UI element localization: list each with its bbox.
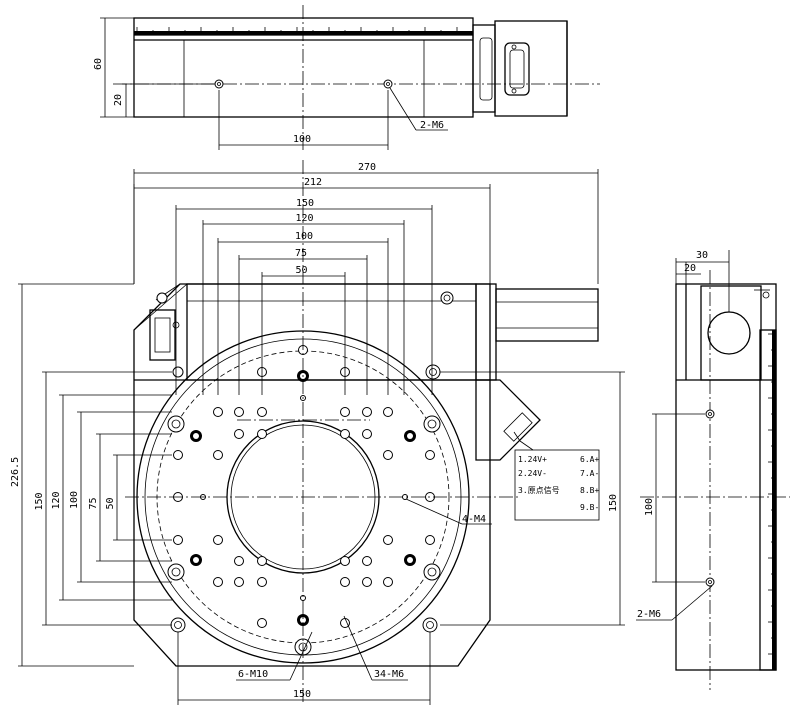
table-m6-hole [257,407,267,417]
side-motor-shaft [707,311,751,355]
callout-m6-front: 34-M6 [374,669,404,680]
top-view-scale [134,27,473,35]
table-m6-hole [362,556,372,566]
top-mount-hole [383,79,393,89]
callout-side-m6: 2-M6 [637,609,661,620]
table-counterbore-hole [423,563,441,581]
front-left-clamp [149,309,176,361]
dim-horizontal: 212 [304,177,322,188]
table-m6-hole [383,407,393,417]
dim-side-offset: 20 [684,263,696,274]
table-counterbore-hole [167,415,185,433]
front-motor-flange [475,283,497,381]
dim-top-height: 60 [93,58,104,70]
side-view: 30 20 100 2-M6 [636,250,790,690]
front-motor-body [495,288,599,342]
corner-hole [170,617,186,633]
table-m6-hole [234,429,244,439]
table-counterbore-hole [423,415,441,433]
dim-vertical: 50 [105,497,116,509]
dim-top-offset: 20 [113,94,124,106]
table-m6-hole [340,407,350,417]
corner-hole [156,292,168,304]
table-m6-hole [173,535,183,545]
dim-horizontal: 50 [296,265,308,276]
pin-3: 3.原点信号 [518,485,560,495]
corner-hole [425,364,441,380]
table-m6-hole [425,535,435,545]
table-m6-hole [362,429,372,439]
table-m6-hole [257,429,267,439]
callout-m4: 4-M4 [462,514,486,525]
dim-top-spacing: 100 [293,134,311,145]
table-m6-hole [340,556,350,566]
side-view-scale [768,330,776,670]
pin-1: 1.24V+ [518,455,547,464]
table-m6-hole [340,429,350,439]
top-motor-body [494,20,568,117]
dim-horizontal: 75 [295,248,307,259]
table-m6-hole [173,450,183,460]
dim-vertical: 75 [88,497,99,509]
table-m6-hole [257,556,267,566]
pin-2: 2.24V- [518,469,547,478]
table-m6-hole [340,577,350,587]
table-hole-pattern [167,345,441,656]
table-m6-hole [213,577,223,587]
table-m6-hole [362,407,372,417]
table-m6-hole [213,535,223,545]
dim-vertical: 120 [51,491,62,509]
side-motor-housing [700,285,762,381]
dim-horizontal: 100 [295,231,313,242]
table-m6-hole [425,450,435,460]
table-m6-hole [383,577,393,587]
pin-6: 6.A+ [580,455,599,464]
dim-front-right: 150 [608,494,619,512]
top-connector [504,42,530,96]
callout-m10: 6-M10 [238,669,268,680]
corner-hole [440,291,454,305]
table-m6-hole [383,450,393,460]
dim-vertical: 150 [34,492,45,510]
table-m6-hole [213,407,223,417]
front-view: 270 212 150 120 100 75 50 226.5 150 120 100 75 50 1… [10,160,625,705]
top-mount-hole [214,79,224,89]
table-counterbore-hole [167,563,185,581]
dim-front-bottom: 150 [293,689,311,700]
table-m6-hole [213,450,223,460]
front-connector-housing [475,379,541,461]
dim-vertical: 226.5 [10,457,21,487]
top-view: 60 20 100 2-M6 [93,5,600,150]
corner-hole [422,617,438,633]
table-m6-hole [383,535,393,545]
table-m6-hole [234,556,244,566]
dim-vertical: 100 [69,491,80,509]
dim-horizontal: 150 [296,198,314,209]
dim-side-spacing: 100 [644,498,655,516]
horizontal-dimensions: 270 212 150 120 100 75 50 [133,162,599,395]
callout-top-m6: 2-M6 [420,120,444,131]
side-mount-hole [705,409,715,419]
pin-9: 9.B- [580,503,599,512]
pin-8: 8.B+ [580,486,599,495]
vertical-dimensions: 226.5 150 120 100 75 50 [10,283,172,667]
dim-side-width: 30 [696,250,708,261]
corner-hole [172,366,184,378]
dim-horizontal: 120 [296,213,314,224]
table-m6-hole [362,577,372,587]
pin-7: 7.A- [580,469,599,478]
table-m6-hole [234,407,244,417]
table-m6-hole [257,618,267,628]
table-m6-hole [257,577,267,587]
dim-horizontal: 270 [358,162,376,173]
table-m6-hole [234,577,244,587]
connector-table [514,449,600,521]
side-mount-hole [705,577,715,587]
